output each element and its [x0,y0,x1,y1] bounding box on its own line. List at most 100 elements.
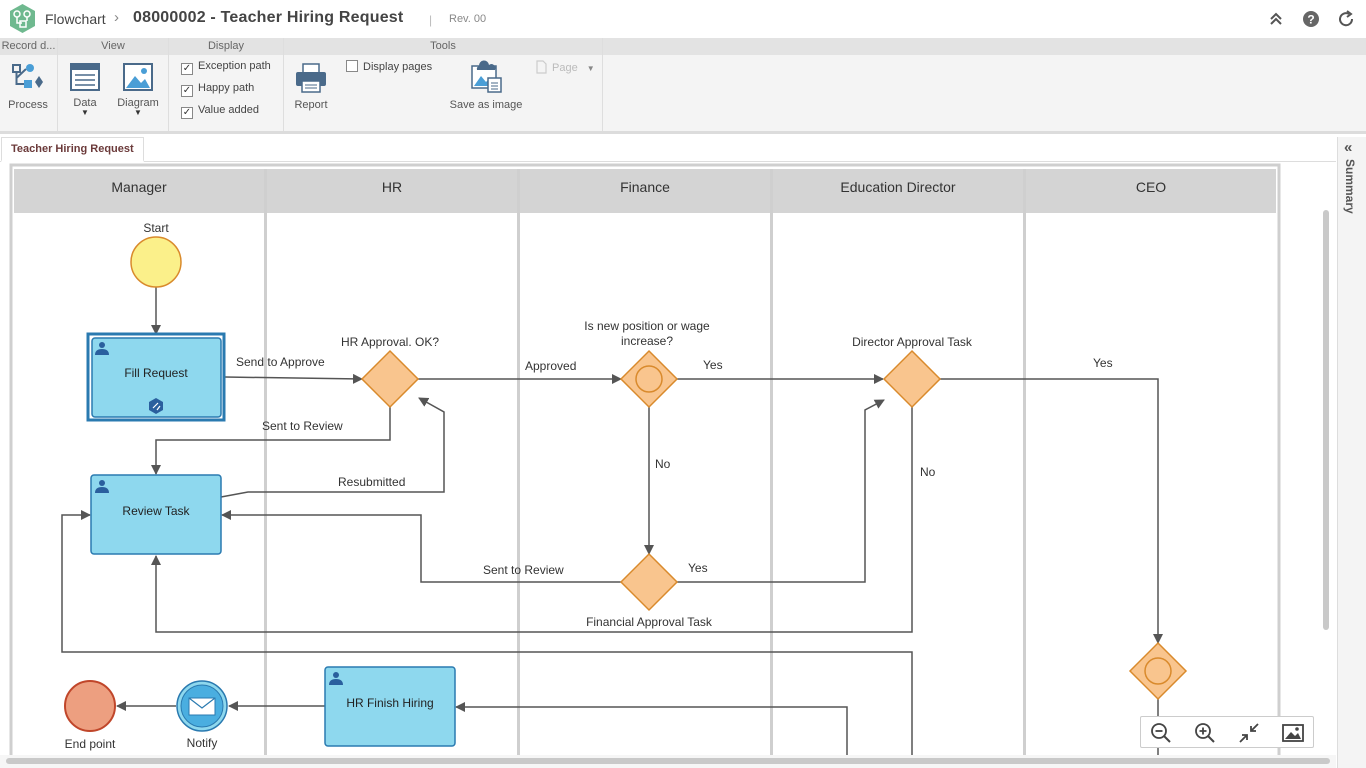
page-title: 08000002 - Teacher Hiring Request [133,9,404,26]
ribbon-group-display: Display ✓Exception path ✓ Happy path ✓Val… [169,38,284,131]
ribbon-group-view-title: View [58,38,168,55]
diagram-image-icon [123,63,153,91]
new-position-label-line1: Is new position or wage [584,319,710,333]
save-image-icon [471,60,502,93]
lane-title-education-director: Education Director [840,179,956,195]
breadcrumb-flowchart[interactable]: Flowchart [45,11,106,27]
image-icon[interactable] [1282,722,1304,744]
ribbon-group-display-title: Display [169,38,283,55]
edge-label-send-to-approve: Send to Approve [236,355,325,369]
data-button[interactable]: Data ▼ [66,62,104,117]
edge-label-sent-to-review-1: Sent to Review [262,419,343,433]
diagram-caret-icon: ▼ [134,108,142,117]
display-pages-checkbox[interactable]: Display pages [346,60,432,73]
edge-to-hr-finish[interactable] [455,702,848,755]
collapse-up-icon[interactable] [1266,9,1286,29]
edge-label-resubmitted: Resubmitted [338,475,405,489]
zoom-in-icon[interactable] [1194,722,1216,744]
top-bar: Flowchart › 08000002 - Teacher Hiring Re… [0,0,1366,38]
edge-label-yes-3: Yes [1093,356,1113,370]
fit-icon[interactable] [1238,722,1260,744]
edge-director-yes[interactable] [940,378,1163,644]
summary-collapse-icon[interactable]: « [1344,139,1353,156]
flowchart-logo-icon[interactable] [7,3,38,34]
edge-label-yes-2: Yes [688,561,708,575]
lane-headers: Manager HR Finance Education Director CE… [14,169,1276,213]
page-dropdown: Page ▼ [534,60,595,74]
ceo-gateway[interactable] [1128,641,1188,701]
hr-finish-hiring-task[interactable]: HR Finish Hiring [324,666,456,747]
edge-financial-yes[interactable] [677,399,885,583]
financial-approval-label: Financial Approval Task [586,615,713,629]
lane-header-ceo [1026,169,1276,213]
hr-approval-gateway[interactable] [360,349,420,409]
report-label: Report [294,99,328,111]
edge-label-yes-1: Yes [703,358,723,372]
zoom-out-icon[interactable] [1150,722,1172,744]
lane-header-hr [267,169,517,213]
edge-send-to-approve[interactable] [224,373,363,384]
review-task[interactable]: Review Task [90,474,222,555]
happy-path-check-icon: ✓ [181,85,193,97]
ribbon-group-tools-title: Tools [284,38,602,55]
lane-title-hr: HR [382,179,402,195]
refresh-icon[interactable] [1336,9,1356,29]
hr-finish-label: HR Finish Hiring [346,696,433,710]
happy-path-checkbox[interactable]: ✓ Happy path [181,82,254,97]
edge-director-no[interactable] [151,407,913,633]
lane-title-manager: Manager [111,179,167,195]
process-label: Process [8,99,48,111]
help-icon[interactable]: ? [1301,9,1321,29]
diagram-label: Diagram [117,97,159,109]
vertical-scrollbar[interactable] [1323,210,1329,630]
diagram-button[interactable]: Diagram ▼ [116,62,160,117]
edge-return-to-review[interactable] [61,510,913,755]
subprocess-icon [149,398,163,414]
edge-resubmitted[interactable] [220,397,445,498]
director-approval-label: Director Approval Task [852,335,973,349]
page-label: Page [552,62,578,74]
data-label: Data [73,97,97,109]
flowchart-svg: Manager HR Finance Education Director CE… [9,163,1281,755]
tab-teacher-hiring-request[interactable]: Teacher Hiring Request [1,137,144,162]
display-pages-label: Display pages [363,61,433,73]
save-as-image-button[interactable]: Save as image [446,60,526,111]
diagram-tab-strip: Teacher Hiring Request [0,137,1336,162]
end-event[interactable] [64,680,116,732]
summary-panel[interactable]: « Summary [1337,137,1366,768]
ribbon-header-filler [603,38,1366,55]
ribbon-group-view: View Data ▼ Diagram ▼ [58,38,169,131]
happy-path-label: Happy path [198,82,255,94]
value-added-checkbox[interactable]: ✓Value added [181,104,259,119]
lane-header-education-director [773,169,1023,213]
exception-path-checkbox[interactable]: ✓Exception path [181,60,271,75]
edge-sent-to-review[interactable] [151,407,391,475]
envelope-icon [188,697,216,716]
process-button[interactable]: Process [4,62,52,111]
save-image-label: Save as image [449,99,523,111]
fill-request-task[interactable]: Fill Request [86,332,226,422]
ribbon-group-tools: Tools Report Display pages Save as image [284,38,603,131]
financial-approval-gateway[interactable] [619,552,679,612]
user-task-icon [329,672,343,685]
ribbon-group-record: Record d... Process [0,38,58,131]
edge-financial-sent-to-review[interactable] [221,510,621,583]
page-caret-icon: ▼ [586,64,595,73]
notify-event[interactable] [176,680,228,732]
director-approval-gateway[interactable] [882,349,942,409]
review-task-label: Review Task [122,504,190,518]
report-button[interactable]: Report [290,62,332,111]
revision-label: Rev. 00 [449,13,487,25]
printer-icon [296,63,326,93]
edges [61,287,1163,755]
lane-title-finance: Finance [620,179,670,195]
start-event[interactable] [130,236,182,288]
summary-label: Summary [1343,159,1357,214]
edge-label-sent-to-review-2: Sent to Review [483,563,564,577]
horizontal-scrollbar[interactable] [6,758,1330,764]
diagram-canvas[interactable]: Manager HR Finance Education Director CE… [0,163,1336,755]
data-table-icon [70,63,100,91]
edge-label-no-1: No [655,457,671,471]
new-position-gateway[interactable] [619,349,679,409]
zoom-toolbar [1140,716,1314,748]
